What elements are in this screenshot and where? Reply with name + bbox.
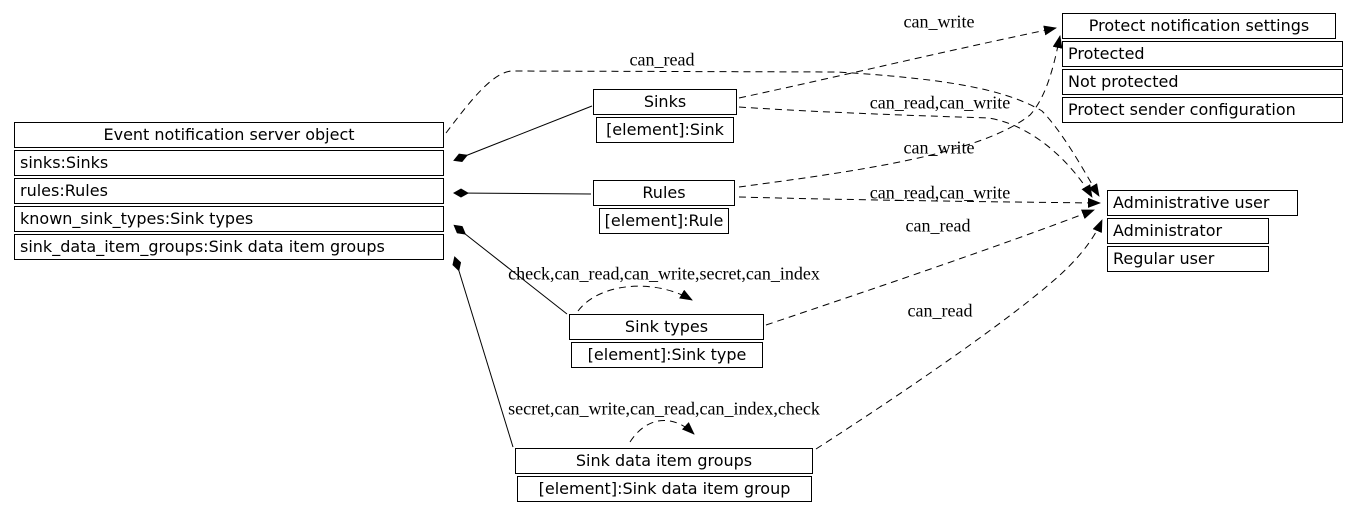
node-sink-data-item-groups-title: Sink data item groups — [515, 448, 813, 474]
node-server: Event notification server object sinks:S… — [14, 122, 444, 260]
node-sink-types-title: Sink types — [569, 314, 764, 340]
edge-label-can-read-can-write-rules-admin: can_read,can_write — [869, 182, 1011, 203]
node-sink-data-item-groups: Sink data item groups [element]:Sink dat… — [515, 448, 813, 502]
node-server-row-known-sink-types: known_sink_types:Sink types — [14, 206, 444, 232]
node-admin-row-regular-user: Regular user — [1107, 246, 1269, 272]
node-rules-title: Rules — [593, 180, 735, 206]
edge-label-can-read-sink-types-admin: can_read — [905, 215, 971, 236]
edge-label-can-write-sinks-protect: can_write — [903, 11, 975, 32]
node-protect-row-not-protected: Not protected — [1062, 69, 1343, 95]
edge-server-rules — [453, 188, 592, 198]
node-server-title: Event notification server object — [14, 122, 444, 148]
node-admin-title: Administrative user — [1107, 190, 1298, 216]
node-admin-row-administrator: Administrator — [1107, 218, 1269, 244]
edge-server-admin-can-read — [445, 70, 1100, 197]
node-protect-row-protect-sender-configuration: Protect sender configuration — [1062, 97, 1343, 123]
node-protect-title: Protect notification settings — [1062, 13, 1336, 39]
node-sink-data-item-groups-element-row: [element]:Sink data item group — [517, 476, 812, 502]
edge-label-can-write-rules-protect: can_write — [903, 137, 975, 158]
edge-label-can-read-server-admin: can_read — [629, 49, 695, 70]
node-administrative-user: Administrative user Administrator Regula… — [1107, 190, 1298, 272]
edge-label-sink-types-selfloop: check,can_read,can_write,secret,can_inde… — [508, 263, 820, 284]
edge-sinks-protect-can-write — [738, 25, 1057, 99]
node-server-row-sinks: sinks:Sinks — [14, 150, 444, 176]
edge-server-sinks — [453, 105, 593, 162]
node-sinks: Sinks [element]:Sink — [593, 89, 737, 143]
edge-label-can-read-sdig-admin: can_read — [907, 300, 973, 321]
edge-sink-data-item-groups-selfloop — [629, 420, 695, 443]
edge-sink-types-selfloop — [577, 285, 693, 312]
node-sink-types-element-row: [element]:Sink type — [571, 342, 763, 368]
node-sinks-element-row: [element]:Sink — [596, 117, 734, 143]
node-server-row-sink-data-item-groups: sink_data_item_groups:Sink data item gro… — [14, 234, 444, 260]
node-sinks-title: Sinks — [593, 89, 737, 115]
node-sink-types: Sink types [element]:Sink type — [569, 314, 764, 368]
edge-sink-data-item-groups-admin-can-read — [815, 219, 1103, 450]
edge-label-can-read-can-write-sinks-admin: can_read,can_write — [869, 92, 1011, 113]
node-server-row-rules: rules:Rules — [14, 178, 444, 204]
edge-label-sdig-selfloop: secret,can_write,can_read,can_index,chec… — [508, 398, 820, 419]
node-protect-row-protected: Protected — [1062, 41, 1343, 67]
node-protect-notification-settings: Protect notification settings Protected … — [1062, 13, 1343, 123]
node-rules-element-row: [element]:Rule — [599, 208, 729, 234]
edge-server-sink-data-item-groups — [452, 256, 514, 448]
node-rules: Rules [element]:Rule — [593, 180, 735, 234]
